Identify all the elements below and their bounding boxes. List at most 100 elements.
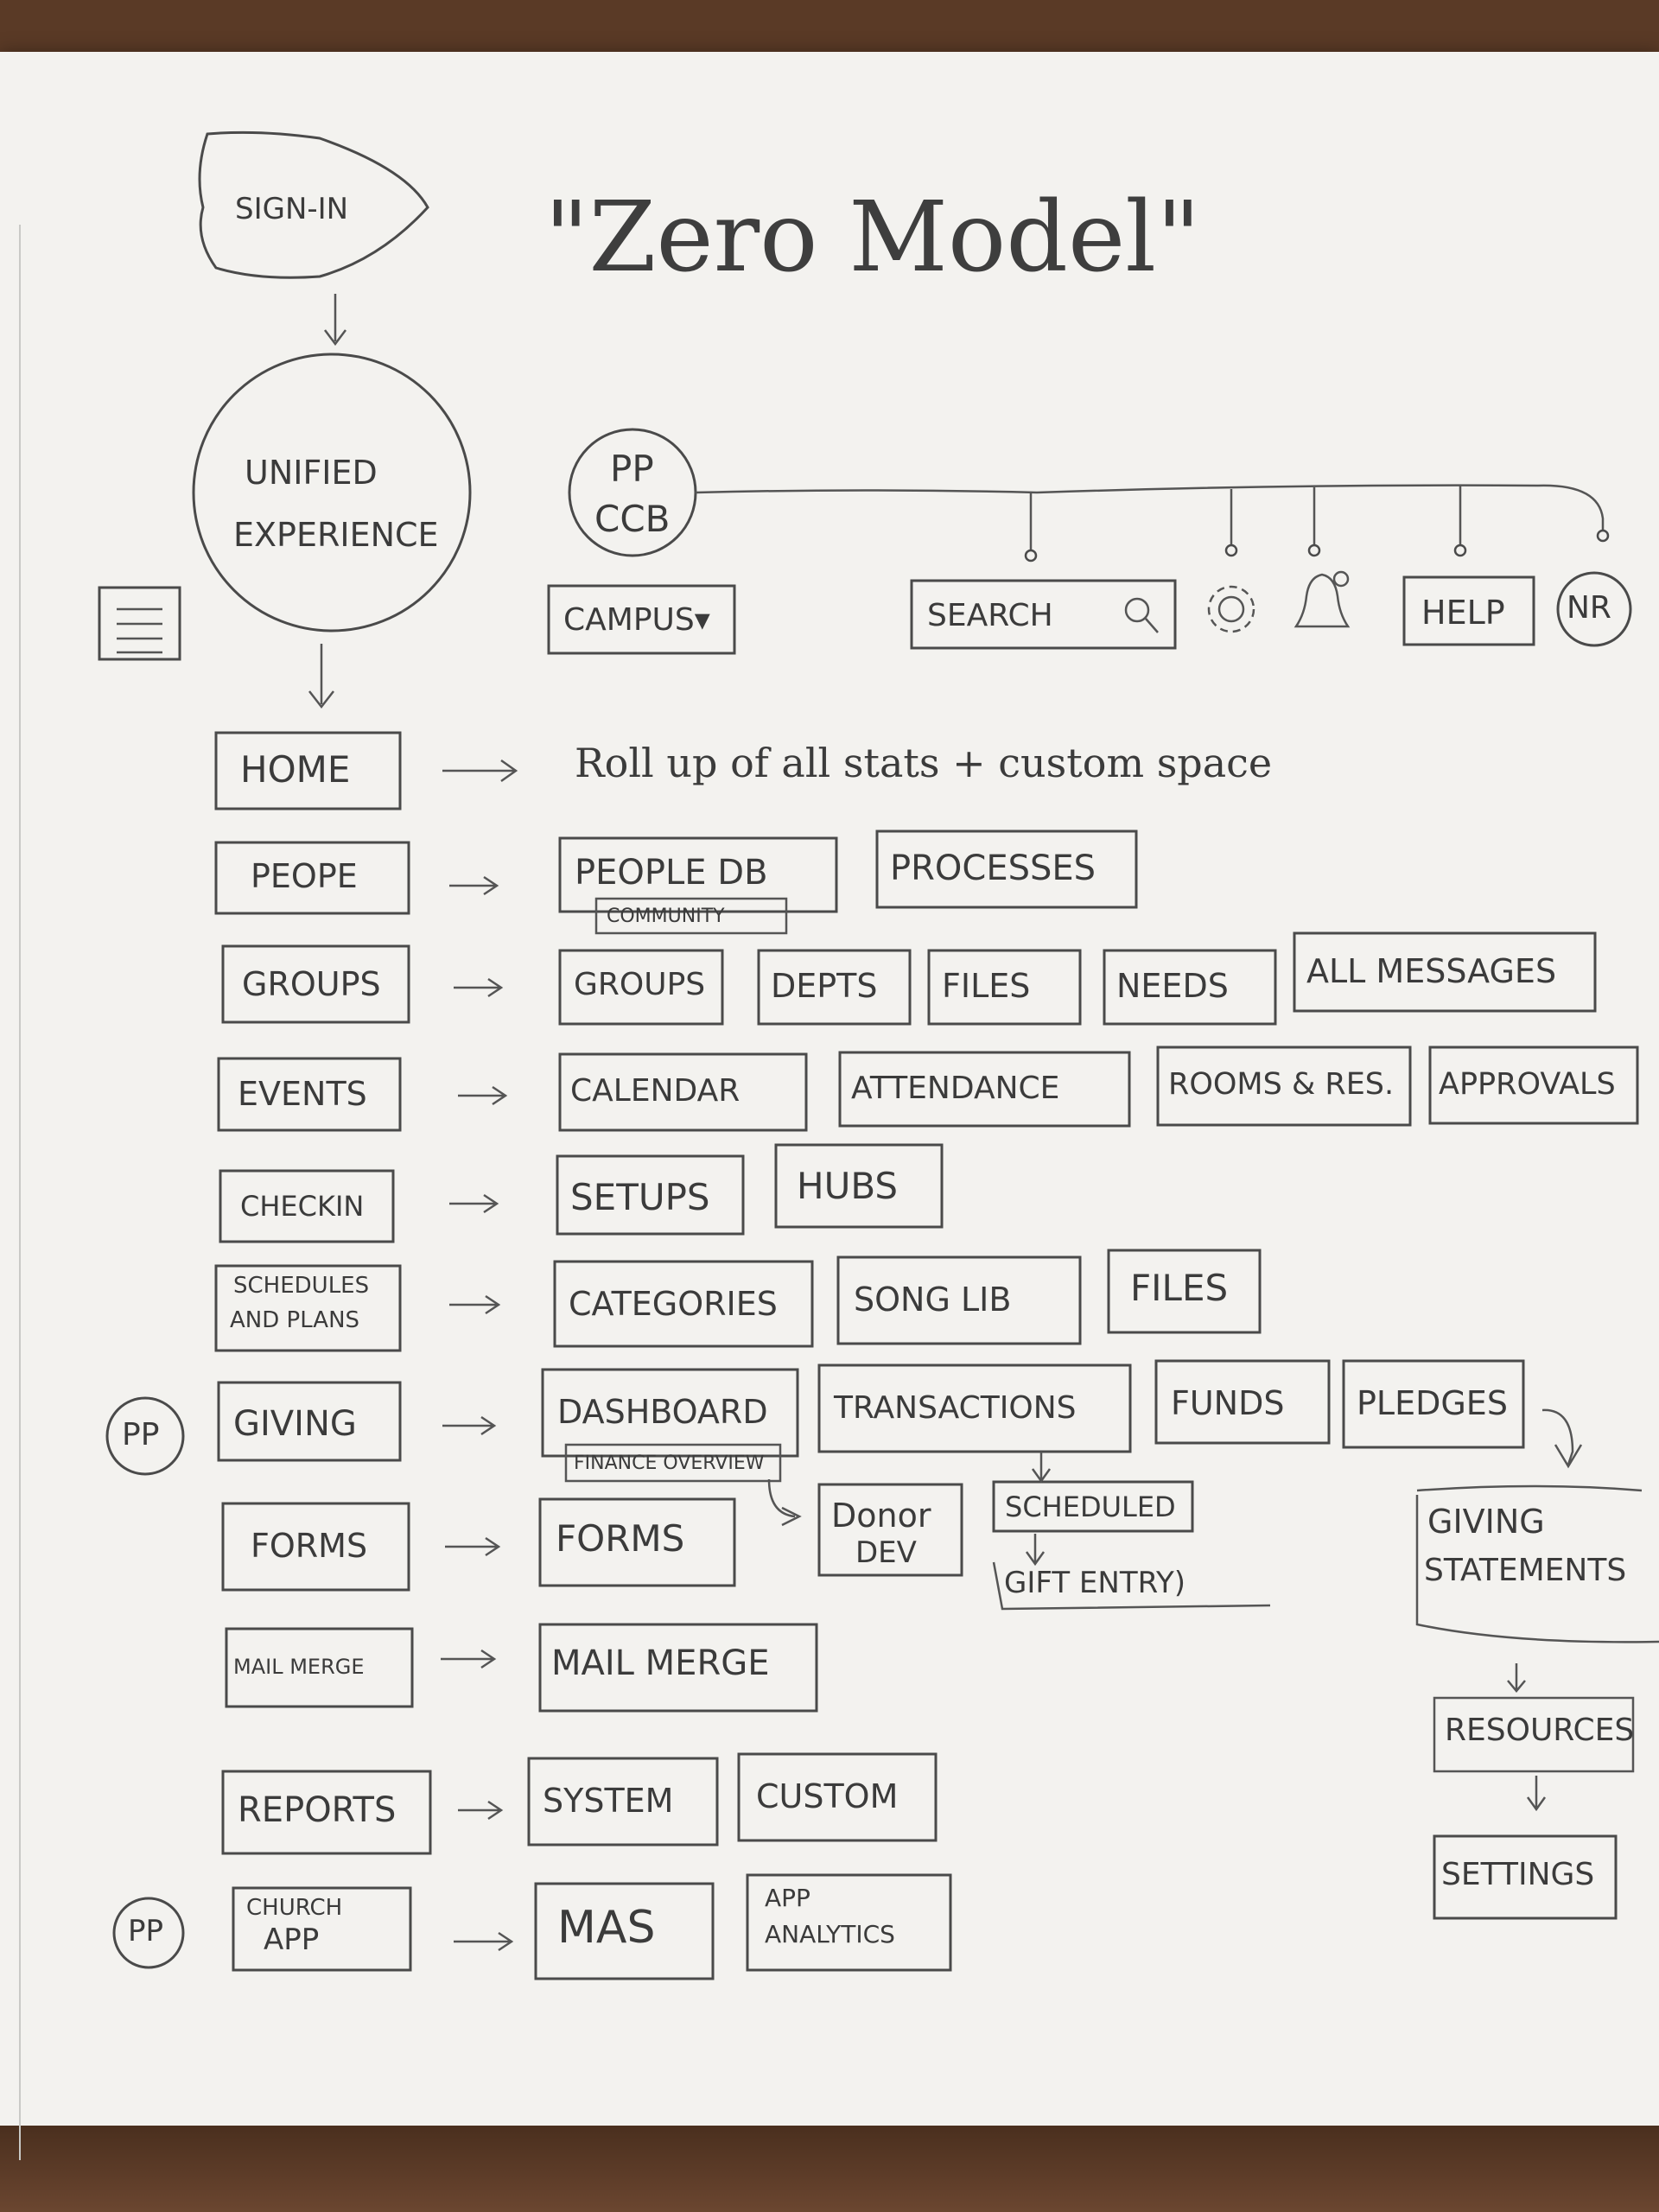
signin-label[interactable]: SIGN-IN [235, 192, 349, 226]
campus-dropdown-label[interactable]: CAMPUS▾ [563, 602, 710, 638]
nav-groups-label[interactable]: GROUPS [242, 965, 381, 1003]
item-box [538, 1623, 818, 1713]
nav-mailmerge-label[interactable]: MAIL MERGE [233, 1655, 365, 1679]
nav-groups-box [221, 944, 410, 1024]
home-description: Roll up of all stats + custom space [575, 740, 1273, 786]
page-title: "Zero Model" [544, 181, 1201, 294]
item-box [838, 1051, 1131, 1128]
nav-churchapp-label-line1[interactable]: CHURCH [246, 1895, 343, 1921]
nav-checkin-box [219, 1169, 395, 1243]
item-box [927, 949, 1082, 1026]
item-rooms-res[interactable]: ROOMS & RES. [1168, 1067, 1395, 1102]
item-funds[interactable]: FUNDS [1171, 1384, 1285, 1422]
giving-statements-line1[interactable]: GIVING [1427, 1503, 1545, 1541]
item-box [558, 836, 838, 913]
search-input-label[interactable]: SEARCH [927, 598, 1053, 633]
unified-arrow [308, 644, 334, 709]
item-processes[interactable]: PROCESSES [890, 849, 1096, 888]
item-box [757, 949, 912, 1026]
item-attendance[interactable]: ATTENDANCE [851, 1071, 1060, 1106]
item-scheduled[interactable]: SCHEDULED [1005, 1491, 1176, 1523]
item-box [1293, 931, 1597, 1013]
item-mas[interactable]: MAS [557, 1902, 656, 1954]
hamburger-menu-icon[interactable] [98, 586, 181, 661]
help-button [1402, 575, 1535, 646]
statements-bracket [1415, 1484, 1659, 1643]
item-box [774, 1143, 944, 1229]
nav-churchapp-box [232, 1886, 412, 1972]
item-donor-dev-line2[interactable]: DEV [855, 1535, 917, 1570]
nav-giving-label[interactable]: GIVING [233, 1404, 357, 1444]
item-box [534, 1882, 715, 1980]
item-app-analytics-line2[interactable]: ANALYTICS [765, 1920, 895, 1948]
gear-icon [1207, 585, 1255, 633]
pp-ccb-label-line2: CCB [594, 498, 671, 540]
nav-schedules-label-line1[interactable]: SCHEDULES [233, 1273, 370, 1299]
help-button-label[interactable]: HELP [1421, 594, 1505, 632]
item-groups[interactable]: GROUPS [574, 967, 706, 1002]
item-app-analytics-line1[interactable]: APP [765, 1884, 810, 1912]
topbar-connector [695, 484, 1605, 531]
scheduled-to-gift [1025, 1534, 1046, 1567]
settings-box [1433, 1834, 1618, 1920]
item-forms[interactable]: FORMS [556, 1517, 685, 1560]
nav-churchapp-label-line2[interactable]: APP [264, 1923, 320, 1957]
nav-home-label[interactable]: HOME [240, 748, 351, 791]
nav-events-label[interactable]: EVENTS [238, 1075, 367, 1113]
bell-icon [1294, 570, 1351, 628]
item-mail-merge[interactable]: MAIL MERGE [551, 1643, 770, 1683]
nav-schedules-label-line2[interactable]: AND PLANS [230, 1307, 360, 1333]
settings-label[interactable]: SETTINGS [1441, 1857, 1595, 1892]
item-all-messages[interactable]: ALL MESSAGES [1306, 952, 1557, 990]
item-transactions[interactable]: TRANSACTIONS [834, 1390, 1077, 1426]
item-dashboard[interactable]: DASHBOARD [557, 1393, 768, 1431]
item-box [817, 1363, 1132, 1453]
giving-pp-badge-label: PP [122, 1417, 160, 1452]
margin-line [19, 225, 21, 2160]
nav-reports-label[interactable]: REPORTS [238, 1790, 397, 1830]
item-song-lib[interactable]: SONG LIB [854, 1281, 1012, 1319]
item-approvals[interactable]: APPROVALS [1439, 1067, 1616, 1102]
item-gift-entry[interactable]: GIFT ENTRY) [1004, 1566, 1186, 1600]
item-box [817, 1483, 963, 1577]
item-donor-dev-line1[interactable]: Donor [831, 1497, 931, 1535]
item-needs[interactable]: NEEDS [1116, 967, 1229, 1005]
item-depts[interactable]: DEPTS [771, 967, 878, 1005]
item-finance-overview[interactable]: FINANCE OVERVIEW [574, 1452, 765, 1474]
item-box [1428, 1046, 1639, 1125]
nav-checkin-label[interactable]: CHECKIN [240, 1190, 365, 1223]
item-calendar[interactable]: CALENDAR [570, 1073, 741, 1109]
item-hubs[interactable]: HUBS [797, 1165, 899, 1207]
item-box [1342, 1359, 1525, 1449]
item-box [746, 1873, 952, 1972]
item-box [737, 1752, 938, 1842]
nav-people-box [214, 841, 410, 915]
giving-statements-line2[interactable]: STATEMENTS [1424, 1553, 1627, 1588]
item-schedules-files[interactable]: FILES [1130, 1267, 1229, 1309]
item-files[interactable]: FILES [942, 967, 1031, 1005]
avatar-label[interactable]: NR [1567, 590, 1611, 626]
item-box [1154, 1359, 1331, 1445]
item-box [538, 1497, 736, 1587]
item-setups[interactable]: SETUPS [570, 1176, 710, 1218]
item-box [558, 949, 724, 1026]
resources-label[interactable]: RESOURCES [1445, 1713, 1635, 1748]
nav-people-label[interactable]: PEOPE [251, 857, 358, 895]
nav-reports-box [221, 1770, 432, 1855]
nav-events-box [217, 1057, 402, 1132]
unified-label-line1: UNIFIED [245, 454, 378, 492]
unified-node [192, 353, 472, 632]
nav-forms-label[interactable]: FORMS [251, 1527, 368, 1565]
sub-box [564, 1443, 782, 1483]
item-system[interactable]: SYSTEM [543, 1782, 674, 1820]
resources-box [1433, 1696, 1635, 1773]
nav-mailmerge-box [225, 1627, 414, 1708]
item-community[interactable]: COMMUNITY [607, 906, 725, 927]
item-custom[interactable]: CUSTOM [756, 1777, 899, 1815]
item-pledges[interactable]: PLEDGES [1357, 1384, 1508, 1422]
nav-schedules-box [214, 1264, 402, 1352]
item-categories[interactable]: CATEGORIES [569, 1285, 778, 1323]
item-people-db[interactable]: PEOPLE DB [575, 853, 768, 893]
item-box [992, 1480, 1194, 1533]
